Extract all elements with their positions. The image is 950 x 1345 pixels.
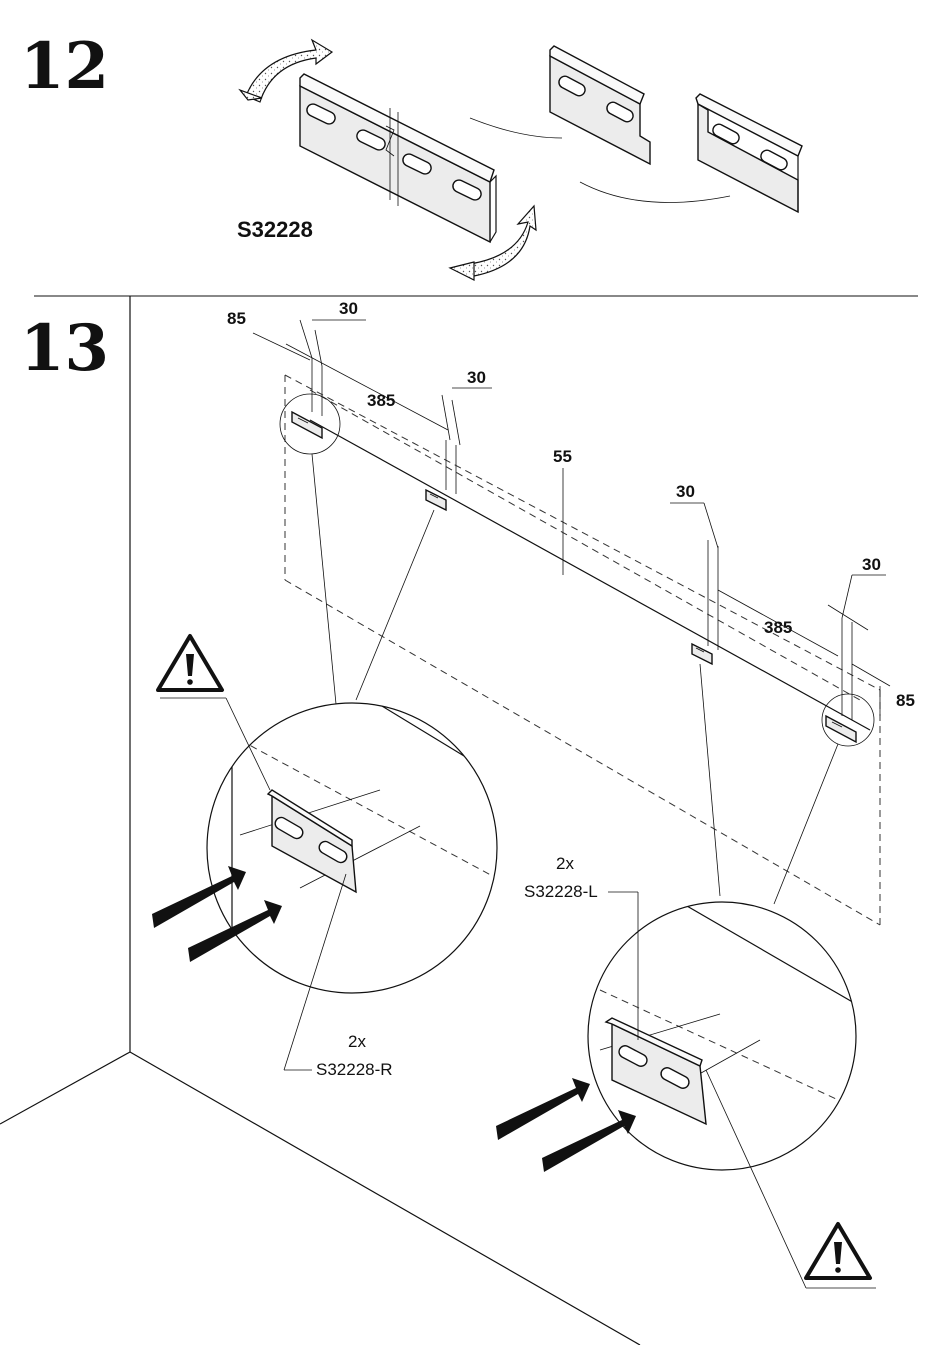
dim-left-edge: 85 <box>227 309 246 328</box>
warning-triangle-icon <box>804 1222 872 1280</box>
step-12-number: 12 <box>20 29 109 104</box>
motion-line <box>469 117 563 139</box>
dim-right-outer-width: 30 <box>862 555 881 574</box>
dim-right-spacing: 385 <box>764 618 792 637</box>
rotate-arrow-icon <box>448 204 537 281</box>
motion-line <box>579 181 731 203</box>
callout-left-quantity: 2x <box>348 1032 366 1051</box>
push-arrow-icon <box>188 900 282 962</box>
room-outline <box>0 296 641 1345</box>
leader-lines <box>311 453 839 905</box>
separate-bracket-left <box>549 45 651 166</box>
callout-right <box>496 901 857 1172</box>
dim-left-spacing: 385 <box>367 391 395 410</box>
push-arrow-icon <box>542 1110 636 1172</box>
cabinet-outline <box>284 374 881 926</box>
step-13: 13 <box>0 296 915 1345</box>
warning-triangle-icon <box>156 634 224 692</box>
dim-right-inner-width: 30 <box>676 482 695 501</box>
step-12-part-code: S32228 <box>237 217 313 242</box>
dim-right-edge: 85 <box>896 691 915 710</box>
separate-bracket-right <box>695 93 803 214</box>
callout-right-part-code: S32228-L <box>524 882 598 901</box>
callout-right-quantity: 2x <box>556 854 574 873</box>
mini-bracket <box>821 693 875 747</box>
dim-left-inner-width: 30 <box>467 368 486 387</box>
mini-bracket <box>279 393 341 455</box>
push-arrow-icon <box>496 1078 590 1140</box>
callout-left-part-code: S32228-R <box>316 1060 393 1079</box>
mini-bracket <box>691 642 713 666</box>
dim-height-offset: 55 <box>553 447 572 466</box>
mini-bracket <box>425 488 447 512</box>
step-13-number: 13 <box>20 311 109 386</box>
callout-left <box>152 702 498 994</box>
push-arrow-icon <box>152 866 246 928</box>
rotate-arrow-icon <box>238 38 334 103</box>
combined-bracket <box>299 73 497 244</box>
dim-left-outer-width: 30 <box>339 299 358 318</box>
dimension-lines <box>252 319 891 720</box>
step-12: 12 <box>20 29 803 281</box>
